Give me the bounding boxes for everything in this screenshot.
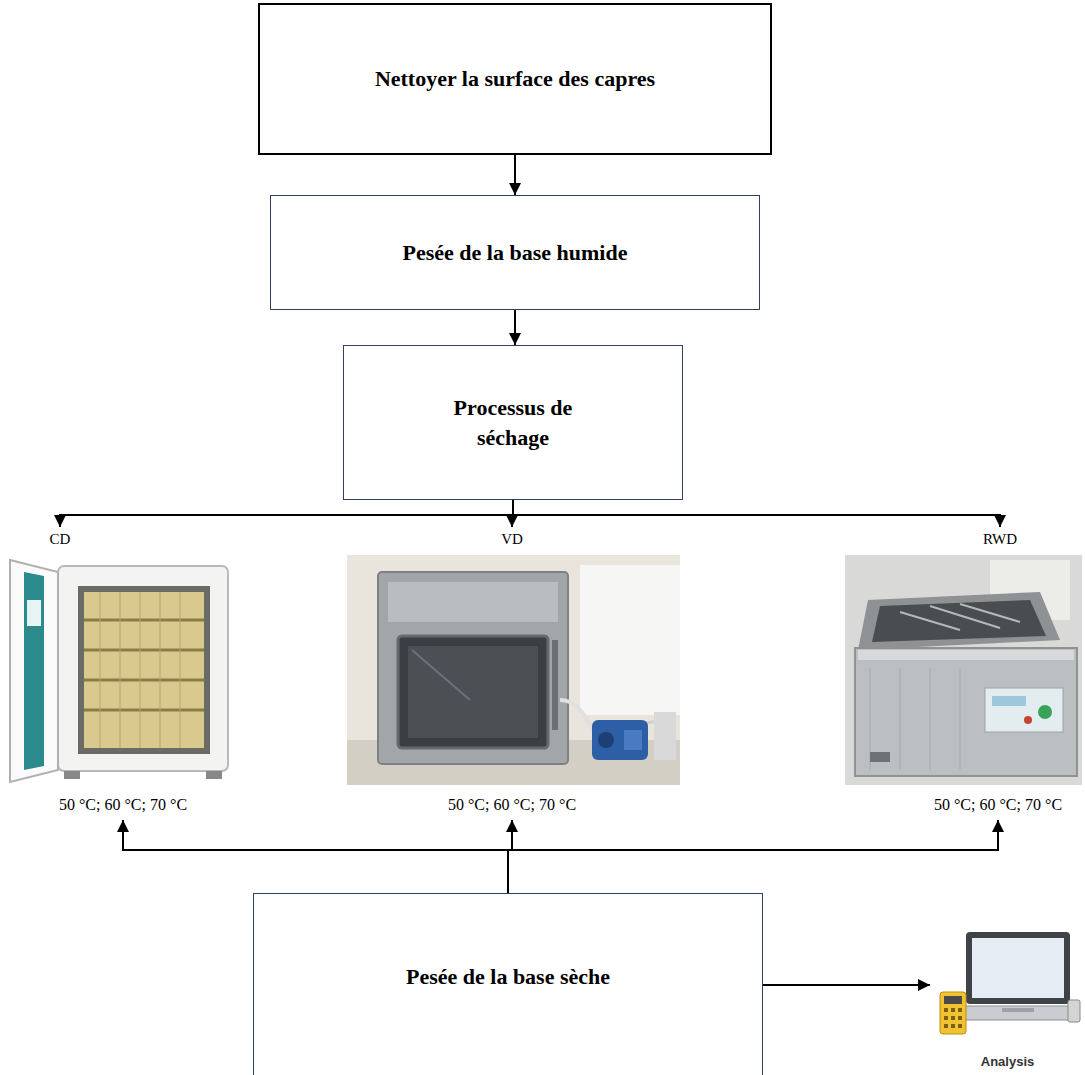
- flow-arrow: [514, 310, 516, 345]
- flow-arrow: [763, 984, 930, 986]
- method-label: RWD: [983, 531, 1017, 548]
- box-text: Processus de séchage: [428, 393, 598, 452]
- process-box: Nettoyer la surface des capres: [258, 3, 772, 155]
- process-box: Pesée de la base sèche: [253, 893, 763, 1075]
- icon-caption: Analysis: [930, 1054, 1085, 1069]
- drying-method: CD 50 °C; 60 °C; 70 °C: [0, 527, 245, 820]
- box-text: Nettoyer la surface des capres: [375, 64, 655, 94]
- flow-arrow: [513, 500, 1000, 527]
- box-text: Pesée de la base sèche: [406, 962, 610, 992]
- box-text: Pesée de la base humide: [403, 238, 628, 268]
- flow-arrow: [514, 155, 516, 195]
- temperature-label: 50 °C; 60 °C; 70 °C: [448, 796, 576, 814]
- temperature-label: 50 °C; 60 °C; 70 °C: [59, 796, 187, 814]
- flow-arrow: [508, 820, 998, 893]
- process-box: Processus de séchage: [343, 345, 683, 500]
- method-label: CD: [50, 531, 71, 548]
- flow-arrow: [123, 820, 508, 893]
- flow-arrow: [60, 500, 513, 527]
- drying-method: VD 50 °C; 60 °C; 70 °C: [345, 527, 680, 820]
- analysis-icon: Analysis: [930, 925, 1085, 1075]
- process-box: Pesée de la base humide: [270, 195, 760, 310]
- temperature-label: 50 °C; 60 °C; 70 °C: [934, 796, 1062, 814]
- method-label: VD: [501, 531, 523, 548]
- drying-method: RWD 50 °C; 60 °C; 70 °C: [840, 527, 1085, 820]
